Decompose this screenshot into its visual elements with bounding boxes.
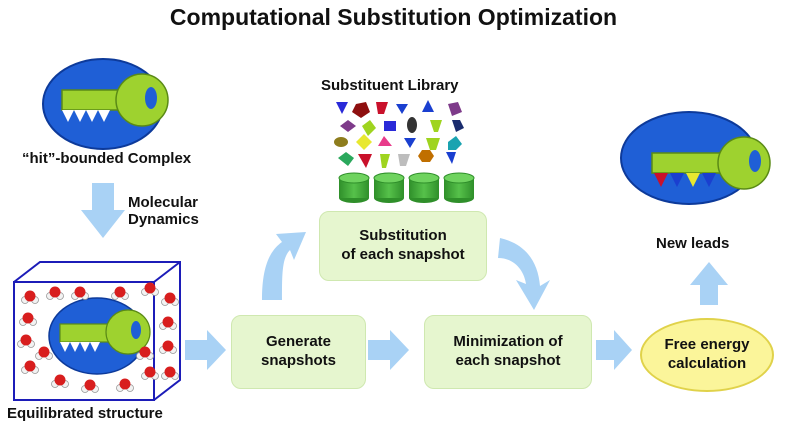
hit-complex-label: “hit”-bounded Complex: [22, 150, 192, 167]
database-cylinder: [408, 172, 440, 203]
arrow-right-2: [368, 330, 409, 370]
generate-snapshots-step: Generate snapshots: [231, 315, 366, 389]
water-box-icon: [13, 261, 181, 401]
water-molecule-icon: [17, 334, 35, 348]
water-molecule-icon: [159, 316, 177, 330]
water-molecule-icon: [71, 286, 89, 300]
water-molecule-icon: [111, 286, 129, 300]
arrow-curve-down: [498, 238, 550, 310]
water-molecule-icon: [51, 374, 69, 388]
molecular-dynamics-label: Molecular Dynamics: [128, 194, 199, 229]
equilibrated-structure-label: Equilibrated structure: [7, 405, 163, 422]
water-molecule-icon: [35, 346, 53, 360]
water-molecule-icon: [21, 290, 39, 304]
water-molecule-icon: [141, 282, 159, 296]
substituent-shapes-icon: [334, 100, 464, 168]
arrow-curve-up: [262, 232, 306, 300]
minimization-step: Minimization of each snapshot: [424, 315, 592, 389]
page-title: Computational Substitution Optimization: [169, 4, 618, 30]
database-cylinder: [338, 172, 370, 203]
database-cylinder: [443, 172, 475, 203]
water-molecule-icon: [161, 366, 179, 380]
arrow-right-1: [185, 330, 226, 370]
hit-complex-icon: [42, 58, 169, 150]
substitution-step: Substitution of each snapshot: [319, 211, 487, 281]
new-leads-label: New leads: [656, 235, 730, 252]
water-molecule-icon: [21, 360, 39, 374]
database-cylinder: [373, 172, 405, 203]
arrow-up: [690, 262, 728, 305]
database-icon: [338, 172, 475, 203]
water-molecule-icon: [81, 379, 99, 393]
water-molecule-icon: [141, 366, 159, 380]
arrow-right-3: [596, 330, 632, 370]
substituent-library-label: Substituent Library: [321, 77, 459, 94]
arrow-down: [81, 183, 125, 238]
water-molecule-icon: [161, 292, 179, 306]
water-molecule-icon: [159, 340, 177, 354]
free-energy-step: Free energy calculation: [640, 318, 774, 392]
water-molecule-icon: [19, 312, 37, 326]
new-lead-key-icon: [620, 111, 771, 205]
water-molecule-icon: [136, 346, 154, 360]
water-molecule-icon: [116, 378, 134, 392]
water-molecule-icon: [46, 286, 64, 300]
